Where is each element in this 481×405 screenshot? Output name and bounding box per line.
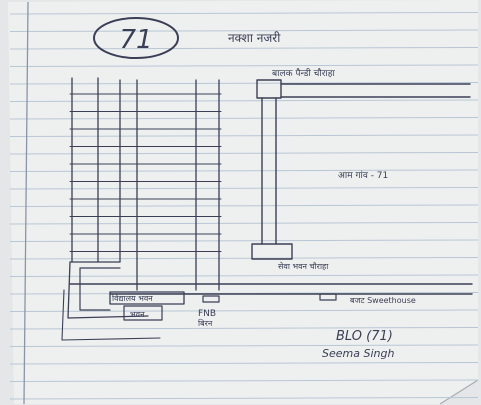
top-chowk-label: बालक पैन्डी चौराहा	[272, 67, 336, 79]
school-building	[109, 291, 185, 305]
ruled-line	[9, 29, 479, 32]
ruled-line	[9, 362, 479, 365]
fnb-box	[202, 295, 220, 303]
lane-label: आम गांव - 71	[338, 170, 388, 181]
ruled-line	[9, 204, 479, 207]
ruled-lines	[9, 12, 479, 400]
sweethouse-label: बजट Sweethouse	[350, 296, 416, 305]
ruled-line	[9, 239, 479, 242]
fnb-label: FNB	[198, 309, 216, 319]
ruled-line	[9, 327, 479, 330]
hall-building	[123, 305, 163, 321]
fnb-sublabel: बिरन	[198, 318, 213, 328]
ruled-line	[9, 117, 479, 120]
ruled-line	[9, 64, 479, 67]
ruled-line	[9, 379, 479, 382]
loop-road-bottom	[61, 289, 161, 341]
ruled-line	[9, 152, 479, 155]
school-label: विद्यालय भवन	[112, 293, 153, 303]
lower-chowk-label: सेवा भवन चौराहा	[278, 261, 329, 271]
ruled-line	[9, 134, 479, 137]
hall-label: भवन	[130, 310, 145, 319]
loop-road-outer	[67, 261, 149, 319]
ruled-line	[9, 222, 479, 225]
ruled-line	[9, 12, 479, 15]
sheet-number: 71	[119, 25, 152, 55]
ruled-line	[9, 187, 479, 190]
ruled-line	[9, 82, 479, 85]
ruled-line	[9, 169, 479, 172]
lower-chowk-box	[251, 243, 293, 260]
ruled-line	[9, 257, 479, 260]
margin-line	[23, 1, 29, 405]
grid-rows	[69, 93, 222, 252]
ruled-line	[9, 99, 479, 102]
paper-sheet	[8, 0, 478, 404]
ruled-line	[9, 397, 479, 400]
sheet-number-circle	[93, 17, 179, 59]
signature: Seema Singh	[322, 347, 394, 360]
ruled-line	[9, 292, 479, 295]
loop-road-inner	[79, 267, 121, 311]
ruled-line	[9, 344, 479, 347]
lane-grid	[71, 77, 220, 291]
top-chowk-box	[256, 79, 282, 99]
ruled-line	[9, 47, 479, 50]
ruled-line	[9, 309, 479, 312]
ruled-line	[9, 274, 479, 277]
sheet-title: नक्शा नजरी	[228, 31, 281, 45]
sweethouse-box	[319, 293, 337, 301]
blo-label: BLO (71)	[336, 329, 393, 344]
page-fold	[439, 379, 479, 405]
